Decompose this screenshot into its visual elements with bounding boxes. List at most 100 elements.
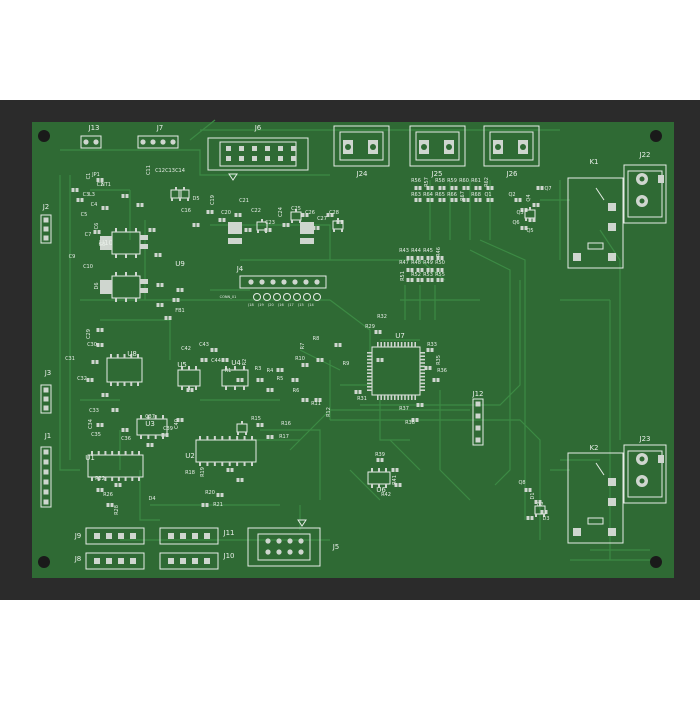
- connector-j4-pin: [248, 279, 254, 285]
- component-ref: R56: [411, 178, 421, 184]
- ic-u4-pin: [234, 386, 236, 390]
- diode-pad: [228, 238, 242, 244]
- smd-pad: [420, 256, 424, 260]
- ic-u7-pin: [411, 342, 413, 347]
- ic-u7-pin: [367, 386, 372, 388]
- screw-terminal-j26-body: [489, 131, 534, 161]
- component-ref: R43: [399, 248, 409, 254]
- connector-j4-pin: [303, 279, 309, 285]
- component-ref: C36: [121, 436, 131, 442]
- pin1-triangle-icon: [228, 173, 238, 181]
- smd-pad: [430, 198, 434, 202]
- smd-pad: [490, 186, 494, 190]
- connector-j2-pin: [43, 217, 49, 223]
- component-ref: C13: [165, 168, 175, 174]
- ic-u2-pin: [206, 436, 209, 440]
- smd-pad: [105, 393, 109, 397]
- connector-j11-ref: J11: [223, 529, 235, 537]
- component-ref: R22: [95, 476, 105, 482]
- board-substrate: [32, 122, 674, 578]
- smd-pad: [524, 226, 528, 230]
- ic-u7-pin: [420, 372, 425, 374]
- ic-u3-pin: [154, 435, 157, 439]
- smd-pad: [420, 403, 424, 407]
- smd-pad: [96, 178, 100, 182]
- component-ref: C21: [239, 198, 249, 204]
- ic-u7-pin: [380, 342, 382, 347]
- connector-j6-pin: [278, 146, 283, 151]
- smd-pad: [305, 363, 309, 367]
- connector-j6-pin: [291, 146, 296, 151]
- connector-j12-pin: [475, 425, 481, 431]
- connector-j1-pin: [43, 469, 49, 475]
- terminal-tab: [658, 455, 664, 463]
- smd-pad: [301, 398, 305, 402]
- transistor-pin: [341, 229, 343, 232]
- smd-pad: [438, 198, 442, 202]
- connector-j10-pin: [180, 558, 186, 564]
- smd-pad: [214, 348, 218, 352]
- connector-j2-pin: [43, 226, 49, 232]
- screw-terminal-j24-outline: [333, 125, 390, 167]
- component-ref: C14: [175, 168, 185, 174]
- relay-pad: [573, 528, 581, 536]
- diode-body: [300, 222, 314, 234]
- transistor-pin: [179, 198, 181, 201]
- component-ref: R10: [295, 356, 305, 362]
- component-ref: NT1: [101, 182, 111, 188]
- smd-pad: [466, 198, 470, 202]
- ic-u10-pin: [135, 254, 137, 258]
- ic-u2-pin: [243, 436, 246, 440]
- connector-j8-pin: [118, 558, 124, 564]
- smd-pad: [210, 210, 214, 214]
- connector-j6-pin: [252, 146, 257, 151]
- smd-pad: [528, 488, 532, 492]
- connector-j4-outline: [239, 275, 327, 289]
- connector-j13-outline: [80, 135, 102, 149]
- smd-pad: [186, 388, 190, 392]
- trace-3: [59, 175, 80, 471]
- connector-j5-inner: [257, 533, 311, 561]
- ic-u8-pin: [110, 354, 112, 358]
- ic-u6-pin: [371, 468, 373, 472]
- smd-pad: [358, 390, 362, 394]
- component-ref: R67: [460, 191, 466, 201]
- ic-u7-pin: [420, 386, 425, 388]
- ic-u1-pin: [91, 477, 93, 481]
- ic-u7-pin: [404, 342, 406, 347]
- ic-u5-pin: [188, 366, 190, 370]
- ic-u6-pin: [371, 484, 373, 488]
- smd-pad: [426, 256, 430, 260]
- transistor-pin: [295, 209, 297, 212]
- component-ref: C26: [305, 210, 315, 216]
- component-ref: R62: [484, 177, 490, 187]
- smd-pad: [536, 186, 540, 190]
- connector-j1-outline: [40, 446, 52, 508]
- ic-u7-pin: [394, 342, 396, 347]
- smd-pad: [462, 186, 466, 190]
- ic-u3-pin: [147, 415, 150, 419]
- trace-2: [189, 119, 216, 141]
- smd-pad: [260, 378, 264, 382]
- component-ref: L3: [89, 192, 95, 198]
- connector-j1-pin: [43, 489, 49, 495]
- component-ref: C7: [85, 232, 92, 238]
- smd-pad: [86, 378, 90, 382]
- smd-pad: [426, 278, 430, 282]
- connector-j8-ref: J8: [74, 555, 82, 563]
- component-ref: C40: [174, 419, 180, 429]
- ic-u7-pin: [383, 342, 386, 347]
- component-ref: R12: [326, 407, 332, 417]
- component-ref: C4: [91, 202, 98, 208]
- smd-pad: [230, 468, 234, 472]
- transistor-pin: [543, 514, 545, 517]
- component-ref: R5: [277, 376, 284, 382]
- component-ref: R28: [114, 505, 120, 515]
- ic-u8-pin: [110, 382, 112, 386]
- smd-pad: [374, 330, 378, 334]
- smd-pad: [154, 253, 158, 257]
- jumper-label: J17: [287, 303, 294, 307]
- connector-j7-pin: [160, 139, 166, 145]
- transistor-pin: [261, 219, 263, 222]
